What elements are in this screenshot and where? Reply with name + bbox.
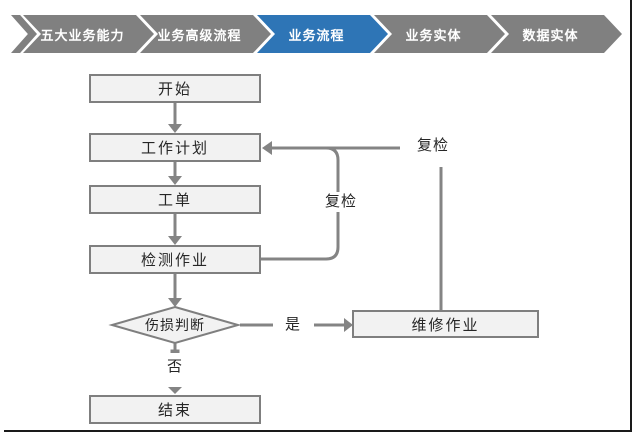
process-breadcrumb: 五大业务能力 业务高级流程 业务流程 业务实体 数据实体 — [11, 15, 622, 53]
arrowhead-into-plan — [168, 124, 182, 133]
arrowhead-recheck-into-plan — [262, 141, 272, 155]
breadcrumb-step-data-entity: 数据实体 — [491, 15, 622, 53]
node-work-order: 工单 — [89, 185, 261, 214]
edge-label-yes: 是 — [284, 315, 302, 335]
breadcrumb-step-high-level-process: 业务高级流程 — [140, 15, 271, 53]
arrowhead-into-order — [168, 176, 182, 185]
breadcrumb-step-business-capabilities: 五大业务能力 — [23, 15, 154, 53]
arrowhead-into-decision — [168, 298, 182, 307]
breadcrumb-step-business-process-active: 业务流程 — [257, 15, 388, 53]
node-repair: 维修作业 — [352, 310, 539, 338]
edge-label-no: 否 — [166, 357, 184, 377]
arrowhead-into-end — [168, 387, 182, 394]
node-damage-decision: 伤损判断 — [145, 317, 205, 333]
node-start: 开始 — [89, 74, 261, 103]
edge-label-recheck-inner: 复检 — [320, 192, 362, 212]
page-right-border — [630, 0, 632, 432]
node-inspection: 检测作业 — [89, 245, 261, 274]
stub-end-cap — [170, 349, 180, 353]
breadcrumb-step-business-entity: 业务实体 — [374, 15, 505, 53]
arrowhead-into-inspect — [168, 236, 182, 245]
node-work-plan: 工作计划 — [89, 133, 261, 162]
edge-label-recheck-outer: 复检 — [412, 136, 454, 156]
node-end: 结束 — [89, 395, 261, 424]
page-bottom-border — [4, 430, 632, 432]
